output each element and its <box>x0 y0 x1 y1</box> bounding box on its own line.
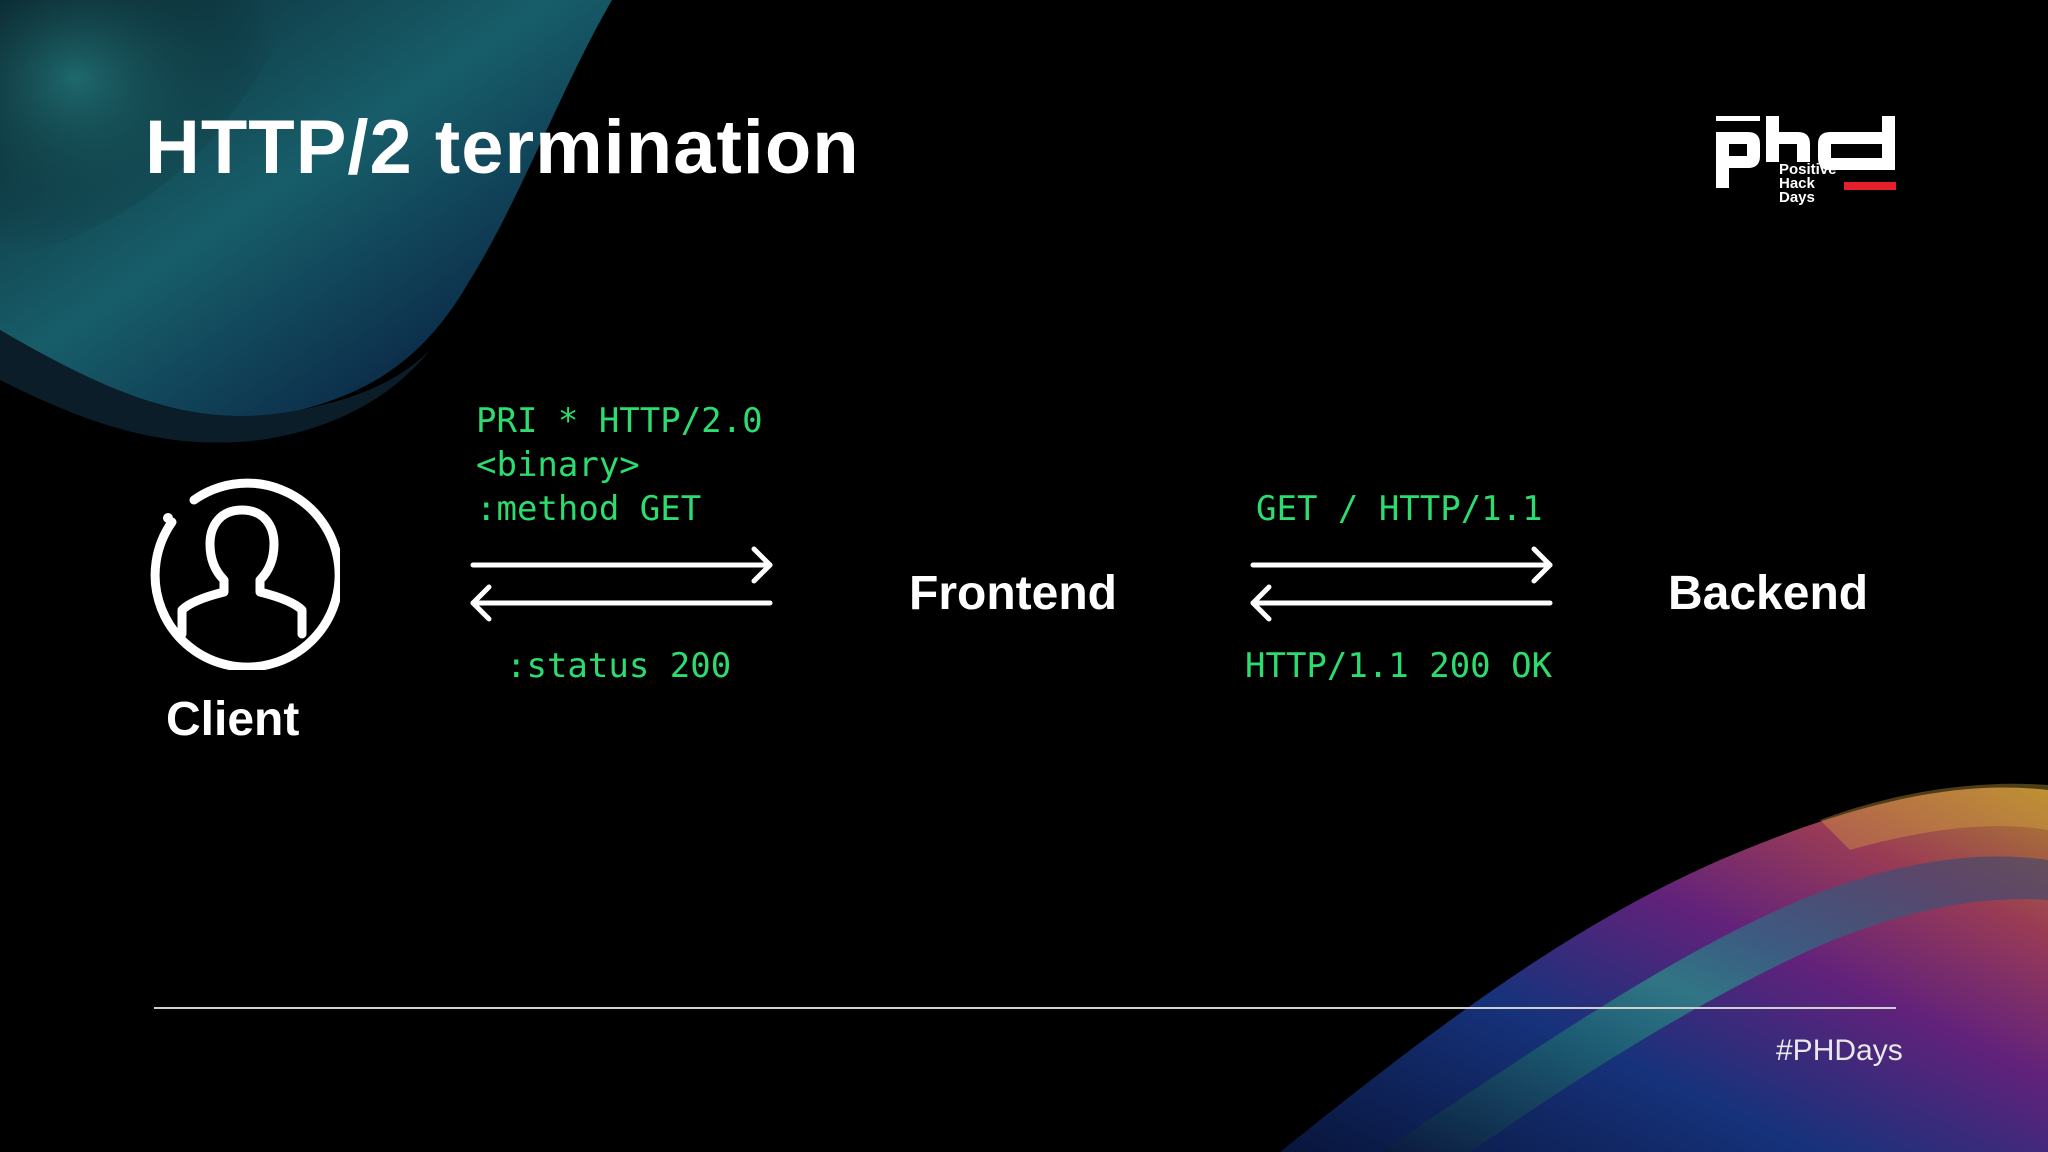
user-circle-icon <box>150 478 340 670</box>
footer-divider <box>154 1007 1896 1009</box>
request-arrow-right <box>1250 546 1553 584</box>
slide-title: HTTP/2 termination <box>145 105 860 190</box>
client-label: Client <box>166 693 300 746</box>
backend-response-text: HTTP/1.1 200 OK <box>1245 646 1553 686</box>
client-request-lines: PRI * HTTP/2.0 <binary> :method GET <box>476 399 763 531</box>
logo-word: Days <box>1779 189 1815 206</box>
logo-wordmark: Positive Hack Days <box>1779 161 1837 206</box>
frontend-backend-arrows <box>1250 546 1553 622</box>
logo-word: Hack <box>1779 175 1815 192</box>
backend-label: Backend <box>1668 567 1869 620</box>
client-frontend-arrows <box>470 546 773 622</box>
frontend-label: Frontend <box>909 567 1117 620</box>
request-arrow-right <box>470 546 773 584</box>
response-arrow-left <box>470 584 773 622</box>
request-line: :method GET <box>476 489 702 529</box>
request-line: <binary> <box>476 445 640 485</box>
hashtag-text: #PHDays <box>1776 1034 1903 1067</box>
phd-logo <box>1716 116 1896 190</box>
response-arrow-left <box>1250 584 1553 622</box>
request-line: PRI * HTTP/2.0 <box>476 401 763 441</box>
logo-word: Positive <box>1779 161 1837 178</box>
client-response-text: :status 200 <box>506 646 732 686</box>
backend-request-text: GET / HTTP/1.1 <box>1256 489 1543 529</box>
